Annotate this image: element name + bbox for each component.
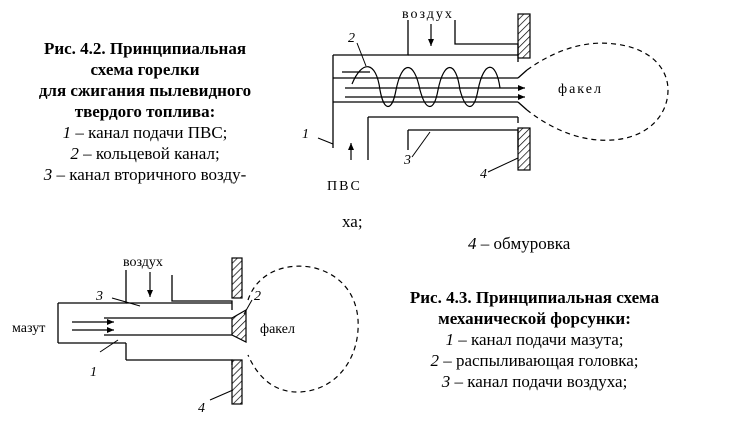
fig42-label-2: 2 — [348, 31, 355, 46]
fig43-caption-title-1: Рис. 4.3. Принципиальная схема — [409, 288, 660, 307]
fig43-label-1: 1 — [90, 365, 97, 380]
fig42-caption-title-2: схема горелки — [90, 60, 200, 79]
fig42-masonry-top — [517, 13, 531, 59]
fig43-label-2: 2 — [254, 289, 261, 304]
fig43-label-fuel: мазут — [12, 321, 45, 336]
fig43-label-3: 3 — [95, 289, 103, 304]
fig42-caption-title-4: твердого топлива: — [74, 102, 216, 121]
fig43-label-torch: факел — [260, 322, 295, 337]
fig43-label-4: 4 — [198, 401, 205, 416]
fig42-torch-outline — [526, 42, 669, 141]
fig42-caption-title-1: Рис. 4.2. Принципиальная — [43, 39, 247, 58]
fig42-label-air: воздух — [402, 7, 454, 22]
fig42-label-pvs: ПВС — [327, 179, 362, 194]
fig42-caption-item-2: 2 – кольцевой канал; — [70, 144, 220, 163]
fig43-channel-walls — [57, 270, 233, 365]
fig43-caption: Рис. 4.3. Принципиальная схема механичес… — [362, 287, 707, 392]
fig43-atomizer-head — [231, 308, 247, 343]
fig43-masonry-bottom — [231, 359, 243, 405]
fig42-leaders — [317, 42, 519, 173]
fig42-label-torch: факел — [558, 82, 603, 97]
fig43-label-air: воздух — [123, 255, 163, 270]
fig42-channel-walls — [332, 20, 528, 160]
fig42-caption: Рис. 4.2. Принципиальная схема горелки д… — [0, 38, 290, 185]
fig42-caption-item-3-cont: ха; — [342, 212, 363, 231]
fig42-caption-item-3: 3 – канал вторичного возду- — [43, 165, 247, 184]
fig42-caption-item-4: 4 – обмуровка — [468, 234, 571, 253]
fig43-caption-item-3: 3 – канал подачи воздуха; — [441, 372, 628, 391]
fig42-swirl — [351, 66, 501, 108]
fig42-caption-title-3: для сжигания пылевидного — [38, 81, 252, 100]
fig43-caption-title-2: механической форсунки: — [438, 309, 631, 328]
fig42-caption-item-1: 1 – канал подачи ПВС; — [62, 123, 228, 142]
fig43-caption-item-1: 1 – канал подачи мазута; — [445, 330, 624, 349]
fig43-caption-item-2: 2 – распыливающая головка; — [430, 351, 639, 370]
fig42-label-4: 4 — [480, 167, 487, 182]
fig43-torch-outline — [247, 265, 359, 393]
fig42-label-3: 3 — [403, 153, 411, 168]
fig42-label-1: 1 — [302, 127, 309, 142]
fig43-masonry-top — [231, 257, 243, 299]
fig42-masonry-bottom — [517, 127, 531, 171]
fig43-leaders — [99, 297, 253, 401]
